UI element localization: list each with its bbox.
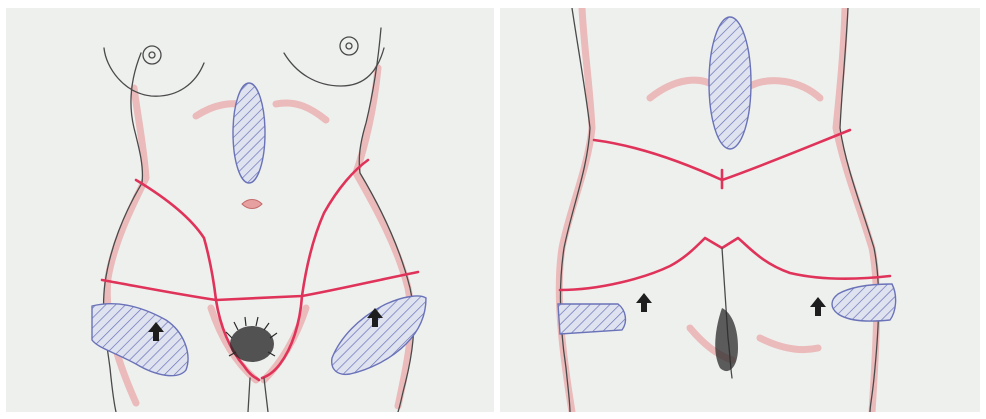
right-flank-zone — [832, 284, 896, 321]
right-nipple-center — [346, 43, 352, 49]
right-nipple — [340, 37, 358, 55]
left-inguinal-incision — [102, 280, 216, 300]
navel — [242, 200, 262, 209]
front-view-panel — [6, 8, 494, 412]
right-inguinal-incision — [302, 272, 418, 296]
skin-shading-right — [836, 8, 877, 412]
front-view-drawing — [6, 8, 494, 412]
upper-back-zone — [709, 17, 751, 149]
upper-abdomen-zone — [233, 83, 265, 183]
left-nipple-center — [149, 52, 155, 58]
gluteal-shadow — [715, 308, 738, 371]
left-nipple — [143, 46, 161, 64]
right-breast — [284, 48, 384, 86]
gluteal-fold-incision — [560, 238, 890, 290]
right-thigh-zone — [332, 296, 426, 374]
arrow-up-icon — [636, 293, 652, 312]
skin-shading-gluteal — [690, 328, 818, 360]
back-view-drawing — [500, 8, 980, 412]
central-groin-line — [256, 378, 259, 380]
inner-leg-left — [248, 378, 250, 412]
left-flank-zone — [558, 304, 625, 334]
back-view-panel — [500, 8, 980, 412]
left-breast — [104, 48, 204, 96]
inner-leg-right — [264, 378, 268, 412]
left-thigh-zone — [92, 304, 188, 376]
arrow-up-icon — [810, 297, 826, 316]
